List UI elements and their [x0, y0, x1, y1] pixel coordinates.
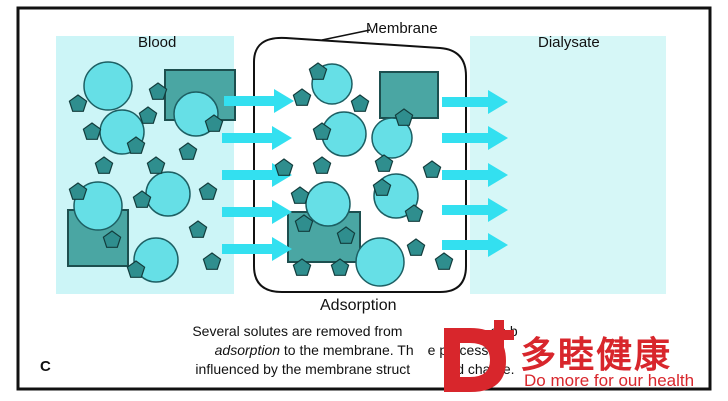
- cross-logo-icon: [484, 320, 514, 350]
- circle-molecule-icon: [83, 61, 133, 111]
- square-molecule-icon: [379, 71, 439, 119]
- right-arrow-icon: [442, 233, 508, 257]
- right-arrow-icon: [222, 200, 292, 224]
- membrane-label: Membrane: [366, 20, 438, 37]
- right-arrow-icon: [442, 198, 508, 222]
- dialysate-compartment: [470, 36, 666, 294]
- circle-molecule-icon: [305, 181, 351, 227]
- circle-molecule-icon: [73, 181, 123, 231]
- logo-d-shape: [444, 328, 506, 392]
- right-arrow-icon: [222, 126, 292, 150]
- panel-letter: C: [40, 358, 51, 375]
- watermark-slogan: Do more for our health: [524, 371, 695, 390]
- watermark-logo: [444, 320, 514, 392]
- blood-label: Blood: [138, 34, 177, 51]
- right-arrow-icon: [442, 163, 508, 187]
- figure-border: [16, 6, 712, 391]
- circle-molecule-icon: [145, 171, 191, 217]
- circle-molecule-icon: [355, 237, 405, 287]
- right-arrow-icon: [442, 90, 508, 114]
- watermark-chinese-text: 多睦健康: [520, 335, 673, 376]
- right-arrow-icon: [224, 89, 294, 113]
- right-arrow-icon: [222, 163, 292, 187]
- flow-arrows: [222, 89, 508, 261]
- right-arrow-icon: [222, 237, 292, 261]
- right-arrow-icon: [442, 126, 508, 150]
- circle-molecule-icon: [133, 237, 179, 283]
- dialysate-label: Dialysate: [538, 34, 600, 51]
- membrane-pointer: [321, 29, 371, 41]
- adsorption-label: Adsorption: [320, 297, 397, 314]
- circle-molecule-icon: [371, 117, 413, 159]
